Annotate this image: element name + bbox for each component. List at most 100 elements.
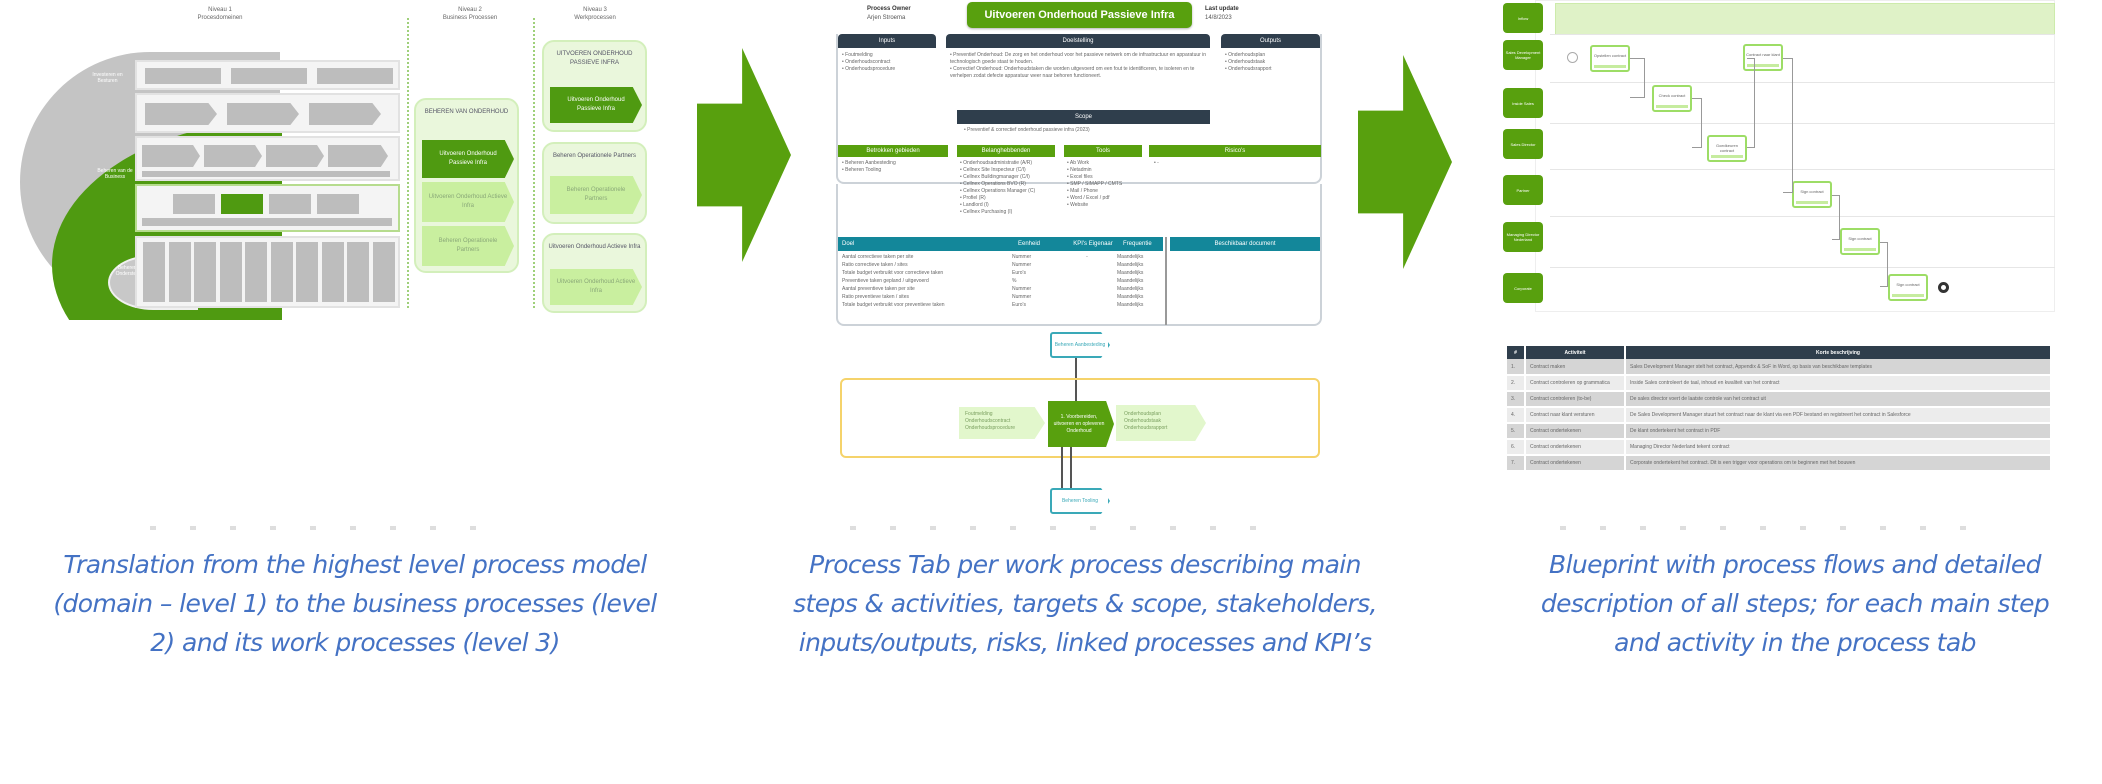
level3-card: UITVOEREN ONDERHOUD PASSIEVE INFRA Uitvo… — [542, 40, 647, 132]
upstream-process[interactable]: Beheren Aanbesteding — [1050, 332, 1110, 358]
level3-item-label: Uitvoeren Onderhoud Actieve Infra — [556, 279, 636, 294]
kpi-cell: Maandelijks — [1117, 262, 1144, 268]
linked-list: Beheren AanbestedingBeheren Tooling — [842, 160, 942, 174]
lane-label: Managing Director Nederland — [1503, 222, 1543, 252]
kpi-row: Totale budget verbruikt voor correctieve… — [842, 269, 1162, 277]
flow-connector — [1880, 242, 1888, 287]
kpi-cell: Nummer — [1012, 254, 1032, 260]
flow-connector — [1747, 58, 1755, 148]
list-item: Cellnex Buildingmanager (C/I) — [960, 174, 1060, 181]
list-item: Onderhoudsprocedure — [842, 66, 937, 73]
kpi-col-frequency: Frequentie — [1123, 241, 1152, 247]
kpi-cell — [1057, 261, 1117, 269]
kpi-col-owner: KPI's Eigenaar — [1073, 241, 1113, 247]
table-cell: Contract ondertekenen — [1525, 455, 1626, 472]
support-column — [372, 242, 395, 302]
table-cell: 6. — [1507, 439, 1526, 456]
flow-connector — [1630, 58, 1645, 98]
last-update: Last update 14/8/2023 — [1205, 5, 1239, 23]
table-cell: 2. — [1507, 375, 1526, 392]
tools-header: Tools — [1064, 145, 1142, 157]
col-description: Korte beschrijving — [1625, 346, 2052, 359]
level2-card: BEHEREN VAN ONDERHOUD Uitvoeren Onderhou… — [414, 98, 519, 273]
level3-item[interactable]: Beheren Operationele Partners — [550, 176, 642, 214]
table-cell: Sales Development Manager stelt het cont… — [1625, 359, 2052, 376]
outputs-list: OnderhoudsplanOnderhoudstaakOnderhoudsra… — [1225, 52, 1320, 73]
stakeholders-header: Belanghebbenden — [957, 145, 1055, 157]
caption-line: Process Tab per work process describing … — [809, 550, 1361, 579]
level2-subtitle: Business Processen — [442, 15, 498, 21]
invest-row — [135, 60, 400, 90]
kpi-cell: Nummer — [1012, 262, 1032, 268]
swimlane — [1550, 34, 2055, 35]
process-task[interactable]: Sign contract — [1888, 274, 1928, 301]
flow-connector — [1832, 195, 1840, 240]
kpi-cell — [1057, 301, 1117, 309]
list-item: Onderhoudsplan — [1225, 52, 1320, 59]
process-task[interactable]: Goedkeuren contract — [1707, 135, 1747, 162]
process-owner: Process Owner Arjen Stroema — [867, 5, 911, 23]
support-column — [194, 242, 216, 302]
kpi-row: Preventieve taken gepland / uitgevoerd%M… — [842, 277, 1162, 285]
kpi-cell — [1057, 269, 1117, 277]
list-item: - — [1154, 160, 1314, 167]
kpi-cell: Aantal preventieve taken per site — [842, 286, 915, 292]
level-divider — [407, 18, 409, 308]
right-arrow-icon — [697, 48, 791, 262]
caption-line: (domain – level 1) to the business proce… — [53, 589, 657, 618]
downstream-process[interactable]: Beheren Tooling — [1050, 488, 1110, 514]
level2-item[interactable]: Uitvoeren Onderhoud Actieve Infra — [422, 182, 514, 222]
process-task[interactable]: Contract naar klant — [1743, 44, 1783, 71]
inputs-header: Inputs — [838, 34, 936, 48]
level2-item[interactable]: Uitvoeren Onderhoud Passieve Infra — [422, 140, 514, 178]
kpi-cell: Preventieve taken gepland / uitgevoerd — [842, 278, 929, 284]
support-column — [270, 242, 293, 302]
hidden-heading — [150, 526, 480, 530]
level2-heading: Niveau 2 Business Processen — [420, 6, 520, 22]
tools-list: Ab WorkNetadminExcel filesSMP / SIMAPP /… — [1067, 160, 1142, 209]
process-task[interactable]: Opstellen contract — [1590, 45, 1630, 72]
lane-label: Partner — [1503, 175, 1543, 205]
last-update-date: 14/8/2023 — [1205, 15, 1232, 21]
domain-label-bottom: Beheren van Ondersteuning — [115, 265, 149, 277]
table-cell: Contract controleren op grammatica — [1525, 375, 1626, 392]
level2-item-label: Uitvoeren Onderhoud Passieve Infra — [439, 151, 497, 166]
start-event-icon — [1567, 52, 1578, 63]
support-column — [143, 242, 165, 302]
list-item: Onderhoudsprocedure — [965, 425, 1016, 431]
main-step-container — [840, 378, 1320, 458]
list-item: Onderhoudsrapport — [1225, 66, 1320, 73]
level3-item[interactable]: Uitvoeren Onderhoud Actieve Infra — [550, 269, 642, 305]
level3-card: Beheren Operationele Partners Beheren Op… — [542, 142, 647, 224]
main-step[interactable]: 1. Voorbereiden, uitvoeren en opleveren … — [1048, 401, 1114, 447]
list-item: Foutmelding — [965, 411, 993, 417]
swimlane — [1550, 267, 2055, 268]
kpi-row: Totale budget verbruikt voor preventieve… — [842, 301, 1162, 309]
list-item: Cellnex Site Inspecteur (C/I) — [960, 167, 1060, 174]
lane-label: Inflow — [1503, 3, 1543, 33]
level3-item[interactable]: Uitvoeren Onderhoud Passieve Infra — [550, 87, 642, 123]
process-owner-label: Process Owner — [867, 6, 911, 12]
table-cell: Contract ondertekenen — [1525, 423, 1626, 440]
swimlane — [1550, 216, 2055, 217]
table-row: 3.Contract controleren (to-be)De sales d… — [1507, 391, 2052, 408]
swimlane — [1550, 82, 2055, 83]
support-column — [219, 242, 242, 302]
list-item: Foutmelding — [842, 52, 937, 59]
process-task[interactable]: Check contract — [1652, 85, 1692, 112]
process-task[interactable]: Sign contract — [1840, 228, 1880, 255]
level2-item[interactable]: Beheren Operationele Partners — [422, 226, 514, 266]
kpi-header: Doel Eenheid KPI's Eigenaar Frequentie — [838, 237, 1163, 251]
scope-header: Scope — [957, 110, 1210, 124]
table-cell: De Sales Development Manager stuurt het … — [1625, 407, 2052, 424]
kpi-cell: Euro's — [1012, 270, 1027, 276]
level-divider — [533, 18, 535, 308]
caption-line: Blueprint with process flows and detaile… — [1549, 550, 2042, 579]
level3-item-label: Beheren Operationele Partners — [566, 187, 626, 202]
swimlane — [1550, 169, 2055, 170]
process-task[interactable]: Sign contract — [1792, 181, 1832, 208]
